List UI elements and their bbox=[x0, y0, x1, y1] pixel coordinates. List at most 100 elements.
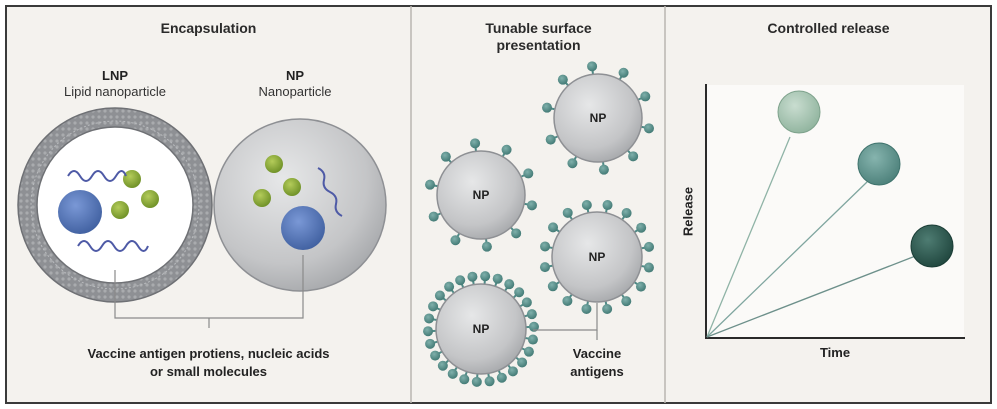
vaccine-antigen bbox=[539, 262, 550, 273]
vaccine-antigen bbox=[447, 368, 458, 379]
vaccine-antigen bbox=[562, 207, 573, 218]
vaccine-antigen bbox=[437, 360, 448, 371]
vaccine-antigen bbox=[618, 67, 629, 78]
nucleic-acid-strand bbox=[67, 170, 127, 182]
vaccine-antigen bbox=[542, 102, 553, 113]
vaccine-antigen bbox=[444, 281, 455, 292]
vaccine-antigen bbox=[521, 297, 532, 308]
vaccine-antigen bbox=[425, 338, 436, 349]
vaccine-antigen bbox=[523, 168, 534, 179]
protein-core bbox=[281, 206, 325, 250]
vaccine-antigen bbox=[548, 222, 559, 233]
surface-title-line2: presentation bbox=[496, 37, 581, 53]
vaccine-antigen bbox=[640, 91, 651, 102]
vaccine-antigen bbox=[621, 208, 632, 219]
np-label-bottom-left: NP bbox=[472, 322, 490, 336]
small-molecule bbox=[123, 170, 141, 188]
small-molecule bbox=[283, 178, 301, 196]
small-molecule bbox=[253, 189, 271, 207]
fast-release-particle bbox=[777, 90, 821, 134]
release-x-label: Time bbox=[819, 345, 851, 360]
np-core bbox=[551, 211, 643, 303]
antigens-caption-line2: antigens bbox=[570, 364, 624, 379]
vaccine-antigen bbox=[545, 134, 556, 145]
vaccine-antigen bbox=[484, 376, 495, 387]
nucleic-acid-strand bbox=[77, 240, 149, 252]
np-particle-bottom-left bbox=[423, 271, 539, 387]
vaccine-antigen bbox=[428, 301, 439, 312]
cargo-caption-line1: Vaccine antigen protiens, nucleic acids bbox=[87, 346, 330, 361]
small-molecule bbox=[141, 190, 159, 208]
lnp-sublabel: Lipid nanoparticle bbox=[64, 84, 166, 99]
vaccine-antigen bbox=[644, 241, 655, 252]
release-y-label: Release bbox=[680, 186, 696, 237]
antigens-caption-line1: Vaccine bbox=[572, 346, 622, 361]
medium-release-particle bbox=[857, 142, 901, 186]
vaccine-antigen bbox=[434, 290, 445, 301]
vaccine-antigen bbox=[459, 374, 470, 385]
np-particle-mid-left bbox=[425, 138, 537, 252]
vaccine-antigen bbox=[514, 287, 525, 298]
vaccine-antigen bbox=[547, 281, 558, 292]
small-molecule bbox=[111, 201, 129, 219]
vaccine-antigen bbox=[470, 138, 481, 149]
vaccine-antigen bbox=[511, 228, 522, 239]
vaccine-antigen bbox=[587, 61, 598, 72]
np-particle bbox=[213, 118, 387, 292]
np-core bbox=[553, 73, 643, 163]
vaccine-antigen bbox=[450, 235, 461, 246]
np-label-top-right: NP bbox=[589, 111, 607, 125]
vaccine-antigen bbox=[471, 376, 482, 387]
encapsulation-title: Encapsulation bbox=[160, 20, 257, 36]
vaccine-antigen bbox=[440, 151, 451, 162]
vaccine-antigen bbox=[540, 241, 551, 252]
np-core bbox=[435, 283, 527, 375]
vaccine-antigen bbox=[628, 151, 639, 162]
vaccine-antigen bbox=[581, 303, 592, 314]
cargo-caption-line2: or small molecules bbox=[149, 364, 268, 379]
np-particle-mid-right bbox=[539, 199, 655, 315]
vaccine-antigen bbox=[598, 164, 609, 175]
vaccine-antigen bbox=[423, 326, 434, 337]
vaccine-antigen bbox=[496, 372, 507, 383]
vaccine-antigen bbox=[557, 74, 568, 85]
np-label-mid-right: NP bbox=[588, 250, 606, 264]
vaccine-antigen bbox=[621, 296, 632, 307]
vaccine-antigen bbox=[643, 123, 654, 134]
release-line-slow bbox=[706, 254, 919, 338]
vaccine-antigen bbox=[562, 295, 573, 306]
np-label: NP bbox=[285, 68, 305, 83]
vaccine-antigen bbox=[636, 222, 647, 233]
vaccine-antigen bbox=[602, 200, 613, 211]
vaccine-antigen bbox=[635, 281, 646, 292]
np-label-mid-left: NP bbox=[472, 188, 490, 202]
vaccine-antigen bbox=[430, 350, 441, 361]
lnp-label: LNP bbox=[102, 68, 128, 83]
nucleic-acid-strand bbox=[317, 167, 343, 217]
vaccine-antigen bbox=[492, 273, 503, 284]
vaccine-antigen bbox=[501, 144, 512, 155]
release-line-fast bbox=[706, 136, 791, 338]
vaccine-antigen bbox=[504, 279, 515, 290]
surface-particles bbox=[423, 61, 655, 387]
small-molecule bbox=[265, 155, 283, 173]
vaccine-antigen bbox=[581, 199, 592, 210]
vaccine-antigen bbox=[425, 179, 436, 190]
vaccine-antigen bbox=[527, 334, 538, 345]
vaccine-antigen bbox=[523, 346, 534, 357]
np-core bbox=[436, 150, 526, 240]
vaccine-antigen bbox=[480, 271, 491, 282]
vaccine-antigen bbox=[507, 366, 518, 377]
vaccine-antigen bbox=[428, 211, 439, 222]
vaccine-antigen bbox=[643, 262, 654, 273]
vaccine-antigen bbox=[602, 304, 613, 315]
vaccine-antigen bbox=[526, 309, 537, 320]
release-title: Controlled release bbox=[767, 20, 890, 36]
surface-title-line1: Tunable surface bbox=[485, 20, 592, 36]
vaccine-antigen bbox=[467, 271, 478, 282]
np-sublabel: Nanoparticle bbox=[258, 84, 332, 99]
vaccine-antigen bbox=[424, 313, 435, 324]
vaccine-antigen bbox=[567, 158, 578, 169]
